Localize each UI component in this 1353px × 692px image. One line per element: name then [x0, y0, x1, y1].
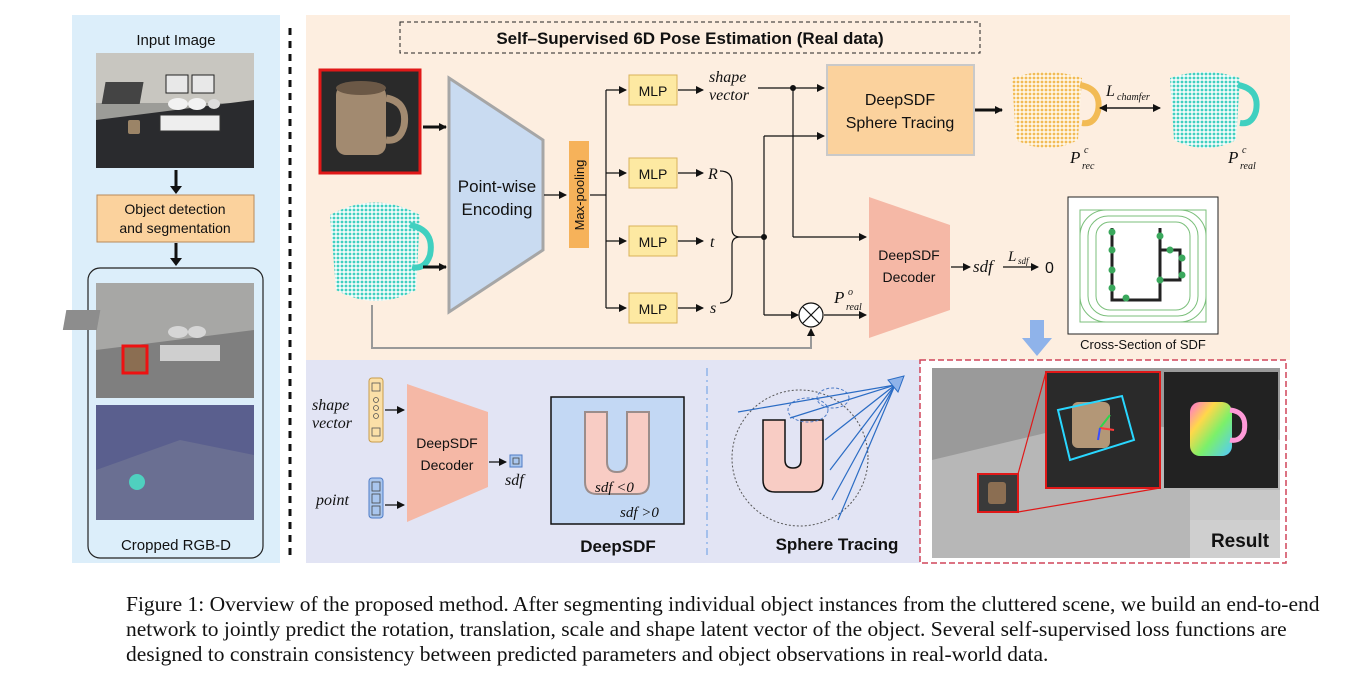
mlp-translation: MLP — [628, 225, 678, 257]
decoder-bottom-label-1: DeepSDF — [416, 435, 477, 451]
bottom-shape-label-2: vector — [312, 415, 353, 432]
point-bar — [368, 477, 384, 519]
mlp-label: MLP — [639, 301, 668, 317]
decoder-top-label-1: DeepSDF — [878, 247, 939, 263]
p-rec-sub: rec — [1082, 161, 1095, 172]
mlp-label: MLP — [639, 234, 668, 250]
decoder-bottom-label-2: Decoder — [421, 457, 474, 473]
input-image-title: Input Image — [136, 32, 215, 49]
cross-section-label: Cross-Section of SDF — [1080, 337, 1206, 352]
max-pooling-label: Max-pooling — [572, 160, 587, 231]
top-panel: Self–Supervised 6D Pose Estimation (Real… — [306, 15, 1290, 360]
detection-label-1: Object detection — [124, 201, 225, 217]
figure-caption: Figure 1: Overview of the proposed metho… — [126, 592, 1320, 666]
bottom-shape-label-1: shape — [312, 397, 349, 414]
bottom-point-label: point — [315, 492, 349, 509]
l-chamfer-sub: chamfer — [1117, 92, 1150, 103]
cropped-depth-image — [96, 405, 254, 520]
title-box — [399, 21, 981, 54]
l-sdf-symbol: L — [1007, 249, 1016, 265]
left-panel: Input Image Object detection and segment… — [62, 15, 280, 563]
shape-vector-bar — [368, 377, 384, 443]
scale-label: s — [710, 300, 716, 317]
sdf-cross-section — [1067, 196, 1219, 335]
deepsdf-st-label-2: Sphere Tracing — [846, 115, 955, 132]
real-point-cloud — [1170, 72, 1260, 148]
deepsdf-decoder-top — [869, 197, 950, 338]
p-rec-sup: c — [1084, 145, 1089, 156]
detection-box — [96, 194, 255, 243]
sphere-tracing-illustration — [731, 375, 905, 527]
decoder-top-label-2: Decoder — [883, 269, 936, 285]
l-chamfer-symbol: L — [1105, 83, 1115, 100]
reconstructed-point-cloud — [1012, 72, 1102, 148]
bottom-sdf-label: sdf — [505, 472, 526, 489]
encoder-label-1: Point-wise — [458, 177, 536, 196]
shape-vector-label-2: vector — [709, 87, 750, 104]
p-real-o-sub: real — [846, 302, 862, 313]
cropped-rgb-image — [62, 283, 254, 398]
deepsdf-decoder-bottom — [407, 384, 488, 522]
max-pooling-block — [569, 141, 589, 248]
bottom-panel: shape vector point DeepSDF Decoder sdf s… — [306, 359, 1287, 564]
deepsdf-sphere-tracing-box — [826, 64, 975, 156]
result-title: Result — [1211, 531, 1270, 552]
detection-label-2: and segmentation — [119, 220, 230, 236]
zero-label: 0 — [1045, 260, 1054, 277]
mlp-scale: MLP — [628, 292, 678, 324]
input-point-cloud — [330, 202, 434, 301]
deepsdf-illustration — [550, 396, 685, 525]
p-real-sub: real — [1240, 161, 1256, 172]
p-rec-symbol: P — [1069, 148, 1080, 167]
deepsdf-title: DeepSDF — [580, 537, 656, 556]
translation-label: t — [710, 234, 715, 251]
shape-vector-label-1: shape — [709, 69, 746, 86]
p-real-o-symbol: P — [833, 288, 844, 307]
l-sdf-sub: sdf — [1018, 256, 1030, 266]
input-image — [96, 53, 254, 168]
pointwise-encoder — [447, 75, 545, 315]
mlp-shape: MLP — [628, 74, 678, 106]
sphere-tracing-title: Sphere Tracing — [776, 535, 899, 554]
mlp-label: MLP — [639, 83, 668, 99]
p-real-o-sup: o — [848, 287, 853, 298]
rotation-label: R — [707, 166, 718, 183]
p-real-sup: c — [1242, 145, 1247, 156]
cropped-rgbd-title: Cropped RGB-D — [121, 537, 231, 554]
result-panel — [919, 359, 1287, 564]
arrow-to-result — [1030, 320, 1044, 340]
input-rgb-crop — [318, 68, 422, 175]
sdf-greater-than-label: sdf >0 — [620, 505, 659, 521]
p-real-symbol: P — [1227, 148, 1238, 167]
top-panel-title: Self–Supervised 6D Pose Estimation (Real… — [496, 29, 883, 48]
deepsdf-st-label-1: DeepSDF — [865, 92, 935, 109]
mlp-rotation: MLP — [628, 157, 678, 189]
sdf-less-than-label: sdf <0 — [595, 480, 634, 496]
sdf-output-label: sdf — [973, 257, 995, 276]
encoder-label-2: Encoding — [462, 200, 533, 219]
mlp-label: MLP — [639, 166, 668, 182]
